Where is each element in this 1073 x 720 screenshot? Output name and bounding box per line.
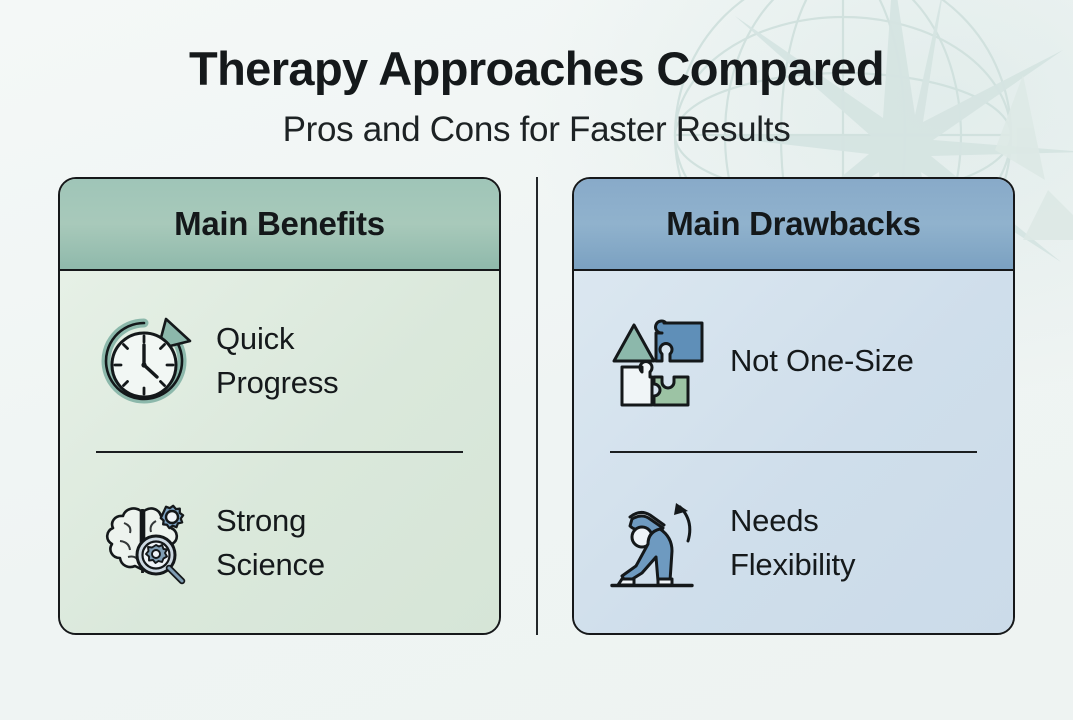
drawback-row-needs-flexibility: Needs Flexibility	[606, 453, 981, 633]
page-title: Therapy Approaches Compared	[188, 42, 885, 95]
benefit-label-quick-progress: Quick Progress	[216, 317, 339, 405]
benefit-label-line1: Quick	[216, 320, 295, 356]
card-header-benefits: Main Benefits	[60, 178, 499, 271]
brain-gear-magnifier-icon	[92, 491, 196, 595]
card-main-benefits: Main Benefits	[58, 176, 501, 635]
card-body-benefits: Quick Progress	[60, 270, 499, 633]
benefit-label-line1: Strong	[216, 502, 307, 538]
drawback-label-line1: Needs	[730, 502, 819, 538]
benefit-row-quick-progress: Quick Progress	[92, 271, 467, 451]
benefit-label-line2: Science	[216, 546, 325, 582]
drawback-row-not-one-size: Not One-Size	[606, 271, 981, 451]
comparison-columns: Main Benefits	[0, 176, 1073, 635]
benefit-label-line2: Progress	[216, 364, 339, 400]
drawback-label-line2: Flexibility	[730, 546, 856, 582]
card-body-drawbacks: Not One-Size	[574, 270, 1013, 633]
card-main-drawbacks: Main Drawbacks Not One-Size	[572, 176, 1015, 635]
column-divider-wrapper	[501, 176, 572, 635]
page-subtitle: Pros and Cons for Faster Results	[282, 109, 791, 149]
drawback-label-not-one-size: Not One-Size	[730, 339, 914, 383]
page-header: Therapy Approaches Compared Pros and Con…	[0, 0, 1073, 150]
card-header-title-drawbacks: Main Drawbacks	[666, 204, 921, 242]
drawback-label-line1: Not One-Size	[730, 342, 914, 378]
drawback-label-needs-flexibility: Needs Flexibility	[730, 499, 855, 587]
yoga-stretch-icon	[606, 491, 710, 595]
benefit-row-strong-science: Strong Science	[92, 453, 467, 633]
benefit-label-strong-science: Strong Science	[216, 499, 325, 587]
column-divider	[535, 176, 538, 635]
card-header-title-benefits: Main Benefits	[174, 204, 385, 242]
puzzle-pieces-triangle-icon	[606, 309, 710, 413]
clock-arrow-icon	[92, 309, 196, 413]
card-header-drawbacks: Main Drawbacks	[574, 178, 1013, 271]
